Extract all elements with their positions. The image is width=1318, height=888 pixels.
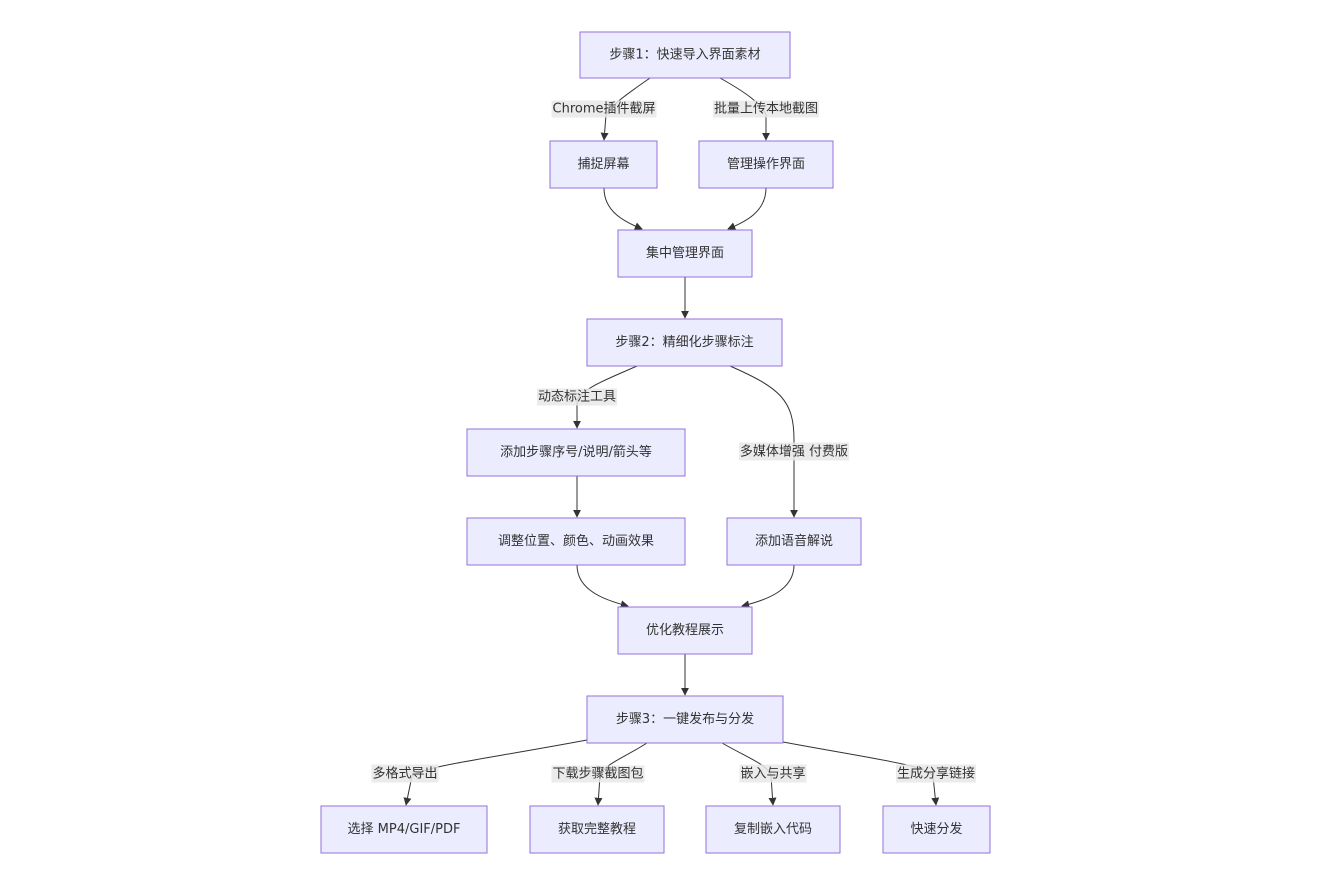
edge-label-bg: [738, 442, 850, 461]
edge-step2-to-voice: [729, 365, 798, 518]
edge-path: [603, 187, 643, 230]
edge-manage_ui-to-central: [727, 187, 767, 230]
node-label: 选择 MP4/GIF/PDF: [348, 822, 461, 837]
node-label: 步骤3：一键发布与分发: [616, 711, 754, 727]
node-box: [617, 606, 753, 655]
edge-label-bg: [895, 764, 977, 783]
edge-label: Chrome插件截屏: [551, 100, 657, 118]
node-choose-fmt: 选择 MP4/GIF/PDF: [320, 805, 488, 854]
edge-label-text: 多媒体增强 付费版: [740, 444, 848, 460]
edge-label-bg: [551, 100, 657, 118]
node-box: [320, 805, 488, 854]
edge-label-text: Chrome插件截屏: [553, 102, 656, 117]
node-box: [586, 318, 783, 367]
edge-label-bg: [712, 100, 820, 118]
edge-label-text: 动态标注工具: [538, 390, 616, 405]
edge-label-bg: [536, 388, 618, 406]
node-box: [466, 517, 686, 566]
node-label: 获取完整教程: [558, 821, 636, 837]
edge-label-bg: [739, 764, 807, 783]
node-step2: 步骤2：精细化步骤标注: [586, 318, 783, 367]
edge-voice-to-optimize: [741, 564, 795, 609]
node-label: 调整位置、颜色、动画效果: [498, 533, 654, 549]
edge-label-bg: [371, 764, 439, 783]
edge-label: 动态标注工具: [536, 388, 618, 406]
node-label: 捕捉屏幕: [577, 156, 629, 172]
edge-adjust-to-optimize: [576, 564, 629, 609]
edge-label: 多媒体增强 付费版: [738, 442, 850, 461]
node-label: 步骤1：快速导入界面素材: [609, 48, 760, 63]
edge-label-bg: [551, 765, 645, 783]
edge-label: 批量上传本地截图: [712, 100, 820, 118]
node-add-steps: 添加步骤序号/说明/箭头等: [466, 428, 686, 477]
node-box: [529, 805, 665, 854]
edge-label-text: 多格式导出: [372, 766, 437, 782]
node-label: 复制嵌入代码: [734, 822, 812, 837]
node-fast-share: 快速分发: [882, 805, 991, 854]
node-label: 集中管理界面: [646, 245, 724, 261]
node-copy-embed: 复制嵌入代码: [705, 805, 841, 854]
node-capture: 捕捉屏幕: [549, 140, 658, 189]
node-label: 添加语音解说: [755, 533, 833, 549]
node-label: 添加步骤序号/说明/箭头等: [500, 444, 652, 460]
node-box: [549, 140, 658, 189]
node-box: [466, 428, 686, 477]
node-box: [579, 31, 791, 79]
node-optimize: 优化教程展示: [617, 606, 753, 655]
edge-path: [576, 564, 629, 609]
edge-capture-to-central: [603, 187, 643, 230]
node-box: [586, 695, 784, 744]
edge-path: [727, 187, 767, 230]
edge-label-text: 嵌入与共享: [740, 766, 805, 782]
node-voice: 添加语音解说: [726, 517, 862, 566]
node-get-full: 获取完整教程: [529, 805, 665, 854]
node-step3: 步骤3：一键发布与分发: [586, 695, 784, 744]
node-central: 集中管理界面: [617, 229, 753, 278]
edge-path: [741, 564, 795, 609]
edge-label: 下载步骤截图包: [551, 765, 645, 783]
edge-label: 多格式导出: [371, 764, 439, 783]
edge-label-text: 批量上传本地截图: [714, 102, 818, 117]
node-label: 步骤2：精细化步骤标注: [615, 335, 753, 350]
node-box: [705, 805, 841, 854]
edge-label-text: 生成分享链接: [897, 766, 975, 782]
node-box: [882, 805, 991, 854]
node-box: [617, 229, 753, 278]
node-label: 优化教程展示: [646, 622, 724, 638]
edge-label: 嵌入与共享: [739, 764, 807, 783]
edge-path: [729, 365, 798, 518]
node-manage-ui: 管理操作界面: [698, 140, 834, 189]
node-step1: 步骤1：快速导入界面素材: [579, 31, 791, 79]
node-adjust: 调整位置、颜色、动画效果: [466, 517, 686, 566]
node-box: [726, 517, 862, 566]
edge-label-text: 下载步骤截图包: [552, 767, 643, 782]
node-box: [698, 140, 834, 189]
node-label: 管理操作界面: [727, 156, 805, 172]
node-label: 快速分发: [910, 821, 962, 837]
edge-label: 生成分享链接: [895, 764, 977, 783]
